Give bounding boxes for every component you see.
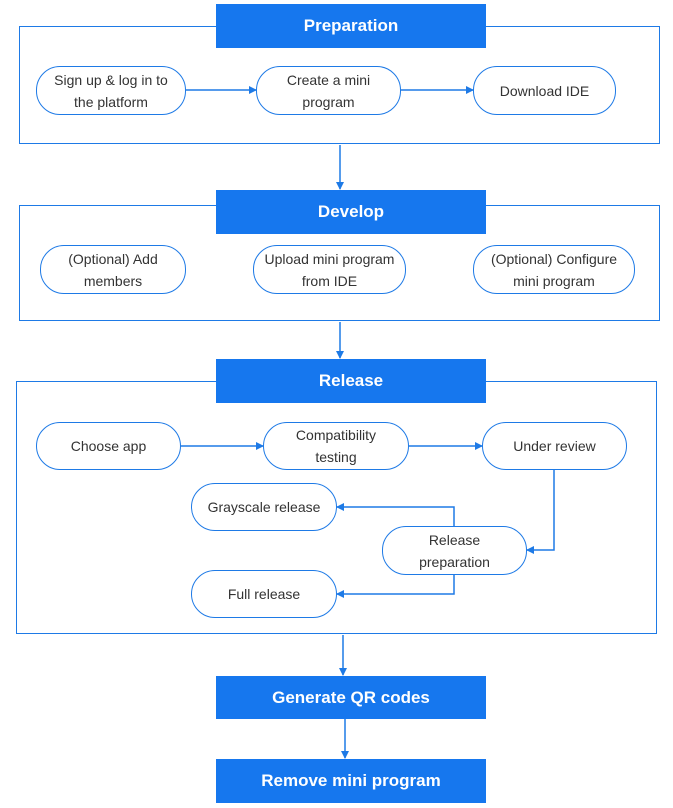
step-create-mini-program: Create a mini program [256, 66, 401, 115]
generate-qr-codes: Generate QR codes [216, 676, 486, 719]
step-configure-mini-program: (Optional) Configure mini program [473, 245, 635, 294]
step-under-review: Under review [482, 422, 627, 470]
step-grayscale-release: Grayscale release [191, 483, 337, 531]
remove-mini-program: Remove mini program [216, 759, 486, 803]
preparation-header: Preparation [216, 4, 486, 48]
release-header: Release [216, 359, 486, 403]
develop-header: Develop [216, 190, 486, 234]
step-sign-up: Sign up & log in to the platform [36, 66, 186, 115]
step-upload-from-ide: Upload mini program from IDE [253, 245, 406, 294]
step-download-ide: Download IDE [473, 66, 616, 115]
step-add-members: (Optional) Add members [40, 245, 186, 294]
step-full-release: Full release [191, 570, 337, 618]
step-release-preparation: Release preparation [382, 526, 527, 575]
step-compatibility-testing: Compatibility testing [263, 422, 409, 470]
step-choose-app: Choose app [36, 422, 181, 470]
